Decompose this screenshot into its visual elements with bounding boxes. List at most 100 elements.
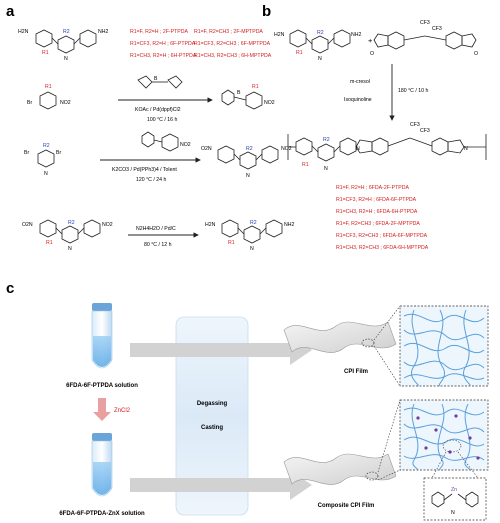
film-zoom-marker-top <box>361 338 375 348</box>
polymer-item-5: R1=CF3, R2=CH3 ; 6FDA-6F-MPTPDA <box>336 233 428 239</box>
process-casting: Casting <box>201 425 223 431</box>
zncl2-label: ZnCl2 <box>114 408 131 414</box>
r1-label-product3: R1 <box>228 240 235 246</box>
pyridine-n-product2: N <box>246 173 250 179</box>
panel-b-reaction: H2N NH2 R1 R2 N + CF3 CF3 O O m-cresol I… <box>274 20 487 251</box>
boron-product: B <box>237 90 241 96</box>
composite-film-label: Composite CPI Film <box>318 503 375 509</box>
nh2-product: NH2 <box>284 222 294 228</box>
legend-row-3-left: R1=CH3, R2=H ; 6H-PTPDA <box>130 53 197 59</box>
composite-cpi-film <box>283 453 397 485</box>
film-zoom-marker-bottom <box>365 471 379 481</box>
cf3-top: CF3 <box>420 20 430 26</box>
polymer-item-1: R1=F, R2=H ; 6FDA-2F-PTPDA <box>336 185 409 191</box>
pyridine-n-product3: N <box>250 246 254 252</box>
sample-tube-bottom <box>91 433 113 497</box>
b-conditions: 180 °C / 10 h <box>398 88 428 94</box>
step1-reagent: KOAc / Pd(dppf)Cl2 <box>135 107 181 113</box>
polymer-item-3: R1=CH3, R2=H ; 6FDA-6H-PTPDA <box>336 209 418 215</box>
h2n-product: H2N <box>205 222 216 228</box>
reaction-step-1: Br NO2 R1 B KOAc / Pd(dppf)Cl2 100 °C / … <box>27 75 275 123</box>
polymer-item-6: R1=CH3, R2=CH3 ; 6FDA-6H-MPTPDA <box>336 245 429 251</box>
no2-product: NO2 <box>264 100 275 106</box>
flow-arrow-bottom <box>130 470 312 500</box>
polymer-network-top <box>403 309 485 387</box>
zn-bound-n: N <box>451 510 455 516</box>
anhydride-o-left: O <box>370 51 374 57</box>
cpi-film <box>283 321 397 353</box>
cpi-film-label: CPI Film <box>344 369 368 375</box>
r2-label: R2 <box>63 29 70 35</box>
boron-atoms: B <box>154 76 158 82</box>
step2-reagent: K2CO3 / Pd(PPh3)4 / Tolent <box>112 167 177 173</box>
pyridine-n-step3: N <box>68 246 72 252</box>
polymer-r1: R1 <box>302 162 309 168</box>
bromo-left: Br <box>24 150 29 156</box>
legend-row-3-right: R1=CH3, R2=CH3 ; 6H-MPTPDA <box>194 53 272 59</box>
step2-conditions: 120 °C / 24 h <box>136 177 166 183</box>
anhydride-o-right: O <box>474 51 478 57</box>
r1-label-step1: R1 <box>45 84 52 90</box>
r1-label-product1: R1 <box>252 84 259 90</box>
panel-label-c: c <box>6 280 14 297</box>
zn-sites <box>416 414 480 460</box>
polymer-cf3: CF3 <box>410 122 420 128</box>
r2-label-step2: R2 <box>43 143 50 149</box>
bromo-group: Br <box>27 100 32 106</box>
zn-label: Zn <box>451 487 457 493</box>
zncl2-arrow <box>93 398 111 421</box>
legend-row-1-right: R1=F, R2=CH3 ; 2F-MPTPDA <box>194 29 263 35</box>
flow-arrow-top <box>130 335 312 365</box>
polymer-cf3-2: CF3 <box>420 128 430 134</box>
r2-label-step3: R2 <box>68 220 75 226</box>
b-nh2: NH2 <box>351 32 361 38</box>
polymer-network-bottom <box>403 403 485 471</box>
legend-row-2-right: R1=CF3, R2=CH3 ; 6F-MPTPDA <box>194 41 271 47</box>
plus-sign: + <box>368 36 372 45</box>
polymer-item-2: R1=CF3, R2=H ; 6FDA-6F-PTPDA <box>336 197 417 203</box>
o2n-left: O2N <box>22 222 33 228</box>
monomer-legend: R1=F, R2=H ; 2F-PTPDA R1=F, R2=CH3 ; 2F-… <box>130 29 272 59</box>
coordination-detail-box <box>423 477 487 521</box>
o2n-product-left: O2N <box>201 146 212 152</box>
reaction-step-3: O2N NO2 R1 R2 N N2H4H2O / Pd/C 80 °C / 1… <box>22 219 294 252</box>
bromo-right: Br <box>56 150 61 156</box>
zn-coordination-structure: Zn N <box>431 487 479 516</box>
nh2-group-right: NH2 <box>98 29 108 35</box>
pyridine-n-step2: N <box>44 171 48 177</box>
b-h2n: H2N <box>274 32 285 38</box>
legend-row-2-left: R1=CF3, R2=H ; 6F-PTPDA <box>130 41 196 47</box>
imide-n-right: N <box>464 146 468 152</box>
step3-reagent: N2H4H2O / Pd/C <box>136 226 176 232</box>
panel-label-b: b <box>262 3 271 20</box>
coordination-zoom-marker <box>442 439 462 453</box>
b-pyridine-n: N <box>318 56 322 62</box>
solution-top-label: 6FDA-6F-PTPDA solution <box>66 383 138 389</box>
reaction-step-2: Br Br R2 N NO2 K2CO3 / Pd(PPh3)4 / Tolen… <box>24 131 292 183</box>
polymer-item-4: R1=F, R2=CH3 ; 6FDA-2F-MPTPDA <box>336 221 420 227</box>
solution-bottom-label: 6FDA-6F-PTPDA-ZnX solution <box>59 511 145 517</box>
sample-tube-top <box>91 303 113 369</box>
step3-conditions: 80 °C / 12 h <box>144 242 172 248</box>
r1-label: R1 <box>42 50 49 56</box>
process-box <box>175 316 249 516</box>
process-degassing: Degassing <box>197 401 228 407</box>
pyridine-n: N <box>64 56 68 62</box>
catalyst-label: Isoquinoline <box>344 97 372 103</box>
polymer-pyridine-n: N <box>324 166 328 172</box>
no2-product-right: NO2 <box>281 146 292 152</box>
solvent-label: m-cresol <box>350 79 370 85</box>
r2-label-product3: R2 <box>250 220 257 226</box>
no2-reagent: NO2 <box>180 142 191 148</box>
panel-label-a: a <box>6 3 15 20</box>
b-r1: R1 <box>296 50 303 56</box>
imide-n-left: N <box>356 146 360 152</box>
diamine-structure-top: H2N NH2 R1 R2 N <box>18 29 108 62</box>
polymer-r2: R2 <box>323 137 330 143</box>
legend-row-1-left: R1=F, R2=H ; 2F-PTPDA <box>130 29 188 35</box>
b-r2: R2 <box>317 30 324 36</box>
no2-right: NO2 <box>102 222 113 228</box>
step1-conditions: 100 °C / 16 h <box>147 117 177 123</box>
r1-label-step3: R1 <box>46 240 53 246</box>
